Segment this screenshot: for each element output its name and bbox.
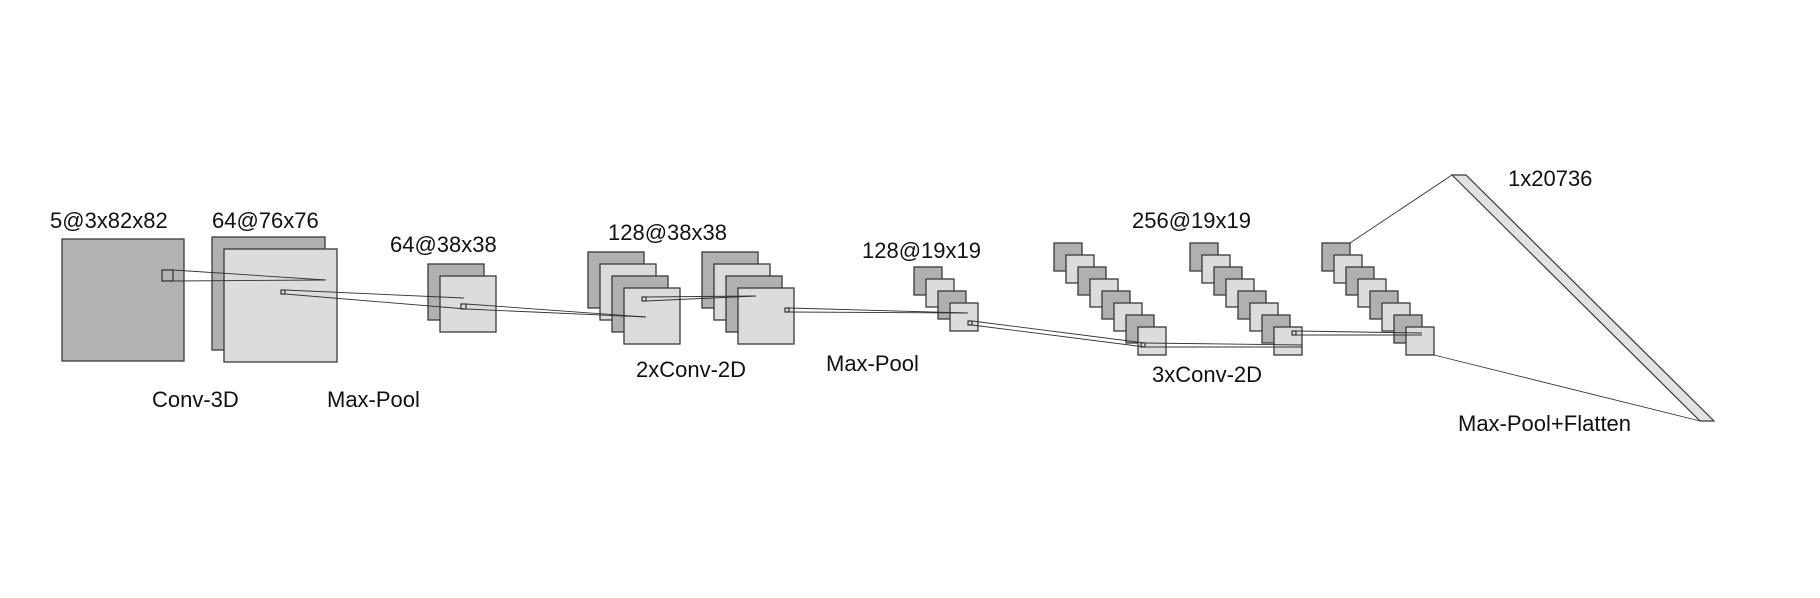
connector-line xyxy=(645,295,757,298)
connection-lines xyxy=(172,174,1701,422)
connector-line xyxy=(1144,342,1303,346)
conv2d-b-op-label: 3xConv-2D xyxy=(1152,362,1262,387)
input-volume xyxy=(61,238,185,362)
conv3d-volume xyxy=(211,236,338,363)
conv2d-b-stack-3 xyxy=(1321,242,1435,356)
conv2d-b-shape-label: 256@19x19 xyxy=(1132,208,1251,233)
connector-line xyxy=(788,311,969,314)
pool2-shape-label: 128@19x19 xyxy=(862,238,981,263)
connector-line xyxy=(172,279,327,282)
input-shape-label: 5@3x82x82 xyxy=(50,208,168,233)
flatten-vector xyxy=(1450,174,1716,422)
input-feature-map xyxy=(61,238,185,362)
connector-line xyxy=(971,324,1146,348)
connector-line xyxy=(284,289,465,299)
connector-line xyxy=(465,303,647,318)
conv2d-a-stack-1 xyxy=(587,251,681,345)
conv2d-a2-kernel-window xyxy=(784,307,790,313)
input-kernel-window xyxy=(161,269,174,282)
connector-line xyxy=(172,269,327,281)
connector-line xyxy=(645,295,757,302)
connector-line xyxy=(1349,174,1453,244)
conv2d-b3-map-8 xyxy=(1405,326,1435,356)
flatten-shape-label: 1x20736 xyxy=(1508,166,1592,191)
conv2d-b2-kernel-window xyxy=(1291,330,1297,336)
pool1-op-label: Max-Pool xyxy=(327,387,420,412)
connector-line xyxy=(788,307,969,314)
conv2d-a-stack-2 xyxy=(701,251,795,345)
conv2d-a-shape-label: 128@38x38 xyxy=(608,220,727,245)
conv2d-b1-map-8 xyxy=(1137,326,1167,356)
conv2d-b-stack-1 xyxy=(1053,242,1167,356)
conv3d-op-label: Conv-3D xyxy=(152,387,239,412)
conv3d-map-front xyxy=(223,248,338,363)
conv2d-a1-kernel-window xyxy=(641,296,647,302)
connector-line xyxy=(1295,330,1423,334)
flatten-op-label: Max-Pool+Flatten xyxy=(1458,411,1631,436)
pool2-kernel-window xyxy=(967,320,973,326)
pool2-volume xyxy=(913,266,979,332)
conv2d-b2-map-8 xyxy=(1273,326,1303,356)
conv2d-a-op-label: 2xConv-2D xyxy=(636,357,746,382)
connector-line xyxy=(971,320,1146,344)
conv3d-kernel-window xyxy=(280,289,286,295)
pool2-op-label: Max-Pool xyxy=(826,351,919,376)
pool2-map-4 xyxy=(949,302,979,332)
conv2d-b-stack-2 xyxy=(1189,242,1303,356)
conv3d-shape-label: 64@76x76 xyxy=(212,208,319,233)
connector-line xyxy=(284,293,467,310)
connector-line xyxy=(465,308,647,318)
conv2d-a2-map-4 xyxy=(737,287,795,345)
pool1-shape-label: 64@38x38 xyxy=(390,232,497,257)
connector-line xyxy=(1433,354,1701,422)
